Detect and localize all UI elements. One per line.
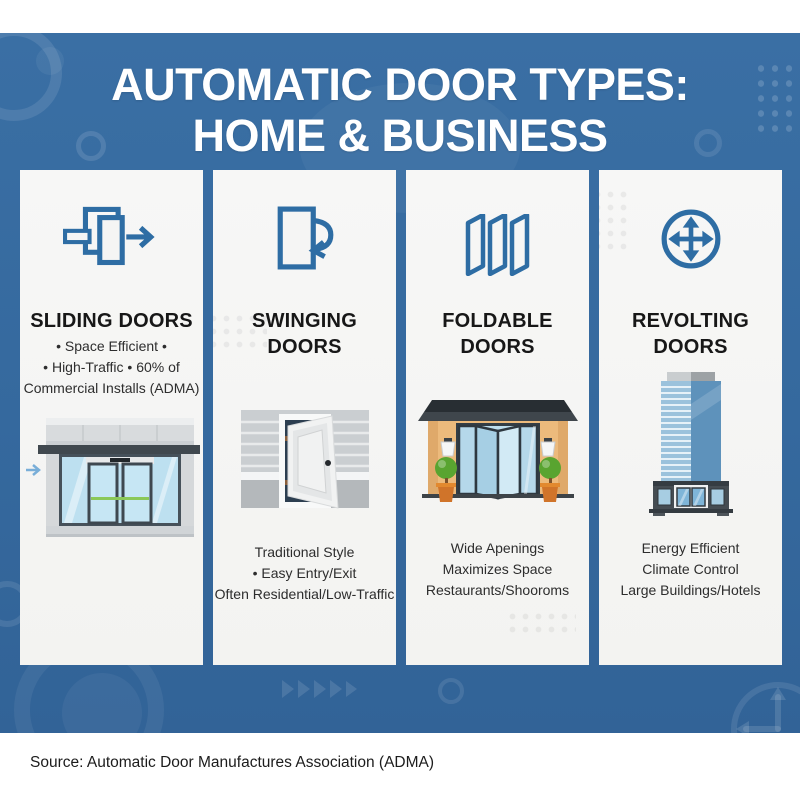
desc-line: Traditional Style bbox=[254, 544, 355, 560]
desc-line: Commercial Installs (ADMA) bbox=[23, 380, 200, 396]
source-attribution: Source: Automatic Door Manufactures Asso… bbox=[30, 754, 435, 771]
dot-grid-decoration bbox=[754, 61, 800, 135]
swinging-door-icon bbox=[213, 206, 396, 270]
title-line-2: HOME & BUSINESS bbox=[192, 110, 608, 161]
card-foldable-doors: FOLDABLE DOORS bbox=[406, 170, 589, 665]
card-description: Energy Efficient Climate Control Large B… bbox=[599, 538, 782, 601]
circle-blob-decoration bbox=[36, 47, 64, 75]
blue-background-band: AUTOMATIC DOOR TYPES: HOME & BUSINESS SL… bbox=[0, 33, 800, 733]
card-revolving-doors: REVOLTING DOORS bbox=[599, 170, 782, 665]
revolving-door-building-illustration bbox=[599, 370, 782, 518]
circle-ring-decoration bbox=[438, 678, 464, 704]
card-heading: SLIDING DOORS bbox=[30, 310, 193, 332]
card-description: Wide Apenings Maximizes Space Restaurant… bbox=[406, 538, 589, 601]
infographic-title: AUTOMATIC DOOR TYPES: HOME & BUSINESS bbox=[0, 59, 800, 161]
card-heading: REVOLTING DOORS bbox=[632, 310, 749, 358]
card-heading: SWINGING DOORS bbox=[252, 310, 357, 358]
revolving-door-icon bbox=[599, 208, 782, 270]
desc-line: • High-Traffic • 60% of bbox=[43, 359, 180, 375]
desc-line: Wide Apenings bbox=[450, 540, 545, 556]
card-swinging-doors: SWINGING DOORS Tr bbox=[213, 170, 396, 665]
footer-strip: Source: Automatic Door Manufactures Asso… bbox=[0, 733, 800, 800]
circle-ring-decoration bbox=[0, 33, 62, 121]
sliding-doors-illustration bbox=[20, 412, 203, 544]
desc-line: • Space Efficient • bbox=[56, 338, 167, 354]
title-line-1: AUTOMATIC DOOR TYPES: bbox=[111, 59, 689, 110]
dot-grid-decoration bbox=[599, 188, 633, 252]
desc-line: Often Residential/Low-Traffic bbox=[214, 586, 395, 602]
desc-line: Large Buildings/Hotels bbox=[620, 582, 761, 598]
chevron-arrows-icon bbox=[282, 679, 364, 704]
dot-grid-decoration bbox=[506, 610, 576, 637]
desc-line: Climate Control bbox=[642, 561, 739, 577]
dot-grid-decoration bbox=[213, 312, 267, 354]
foldable-doors-illustration bbox=[406, 394, 589, 516]
card-description: • Space Efficient • • High-Traffic • 60%… bbox=[20, 336, 203, 399]
desc-line: Maximizes Space bbox=[442, 561, 553, 577]
desc-line: Energy Efficient bbox=[641, 540, 740, 556]
gear-core-decoration bbox=[62, 673, 142, 733]
circle-ring-decoration bbox=[76, 131, 106, 161]
desc-line: Restaurants/Shooroms bbox=[425, 582, 570, 598]
compass-arrows-icon bbox=[712, 671, 800, 733]
desc-line: • Easy Entry/Exit bbox=[252, 565, 357, 581]
swinging-door-illustration bbox=[213, 408, 396, 514]
foldable-door-icon bbox=[406, 214, 589, 276]
sliding-door-icon bbox=[20, 206, 203, 270]
card-description: Traditional Style • Easy Entry/Exit Ofte… bbox=[213, 542, 396, 605]
card-sliding-doors: SLIDING DOORS • Space Efficient • • High… bbox=[20, 170, 203, 665]
circle-ring-decoration bbox=[694, 129, 722, 157]
card-heading: FOLDABLE DOORS bbox=[442, 310, 553, 358]
